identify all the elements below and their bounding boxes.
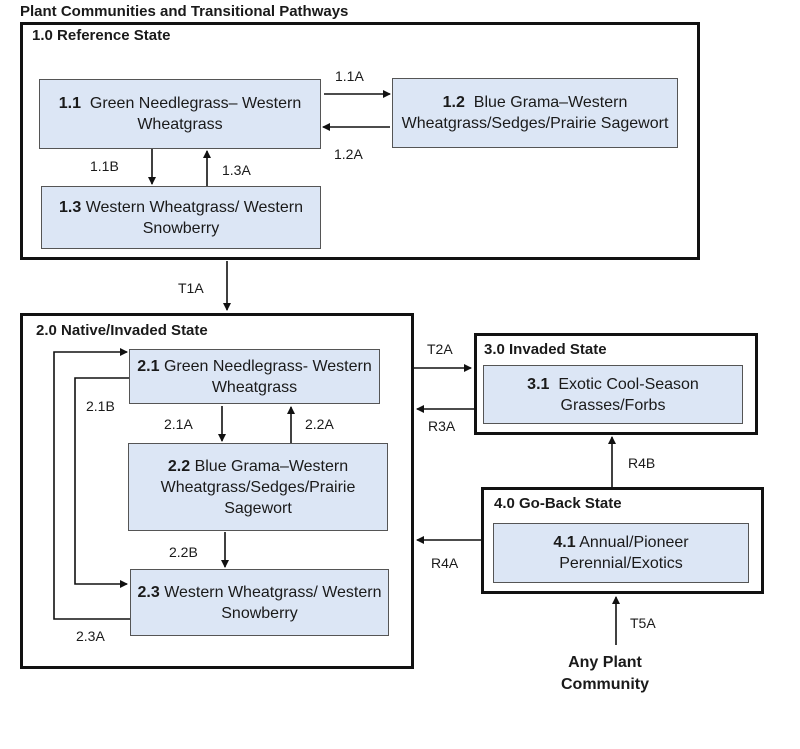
state-3-invaded xyxy=(474,333,758,435)
community-name: Western Wheatgrass/ Western Snowberry xyxy=(164,583,382,622)
community-2-2: 2.2 Blue Grama–Western Wheatgrass/Sedges… xyxy=(128,443,388,531)
pathway-label-R3A: R3A xyxy=(428,418,456,434)
diagram-title: Plant Communities and Transitional Pathw… xyxy=(20,3,349,20)
pathway-label-2-3A: 2.3A xyxy=(76,628,105,644)
state-3-label: 3.0 Invaded State xyxy=(484,341,607,358)
community-id: 1.1 xyxy=(58,95,81,112)
community-2-1: 2.1 Green Needlegrass- Western Wheatgras… xyxy=(129,349,380,404)
any-plant-community-line2: Community xyxy=(561,676,649,693)
community-2-3: 2.3 Western Wheatgrass/ Western Snowberr… xyxy=(130,569,389,636)
pathway-label-R4A: R4A xyxy=(431,555,459,571)
community-id: 2.2 xyxy=(167,457,191,475)
community-name: Western Wheatgrass/ Western Snowberry xyxy=(85,198,303,237)
pathway-label-2-1A: 2.1A xyxy=(164,416,193,432)
pathway-label-R4B: R4B xyxy=(628,455,656,471)
community-id: 1.2 xyxy=(442,94,465,111)
pathway-label-2-1B: 2.1B xyxy=(86,398,115,414)
pathway-label-2-2B: 2.2B xyxy=(169,544,198,560)
community-id: 2.3 xyxy=(137,583,160,601)
arrow-2-1B xyxy=(74,377,129,588)
arrow-2-3A xyxy=(53,348,130,620)
community-1-2: 1.2 Blue Grama–Western Wheatgrass/Sedges… xyxy=(392,78,678,148)
community-name: Exotic Cool-Season Grasses/Forbs xyxy=(558,375,699,414)
state-4-label: 4.0 Go-Back State xyxy=(494,495,622,512)
pathway-label-1-1B: 1.1B xyxy=(90,158,119,174)
community-4-1: 4.1 Annual/Pioneer Perennial/Exotics xyxy=(493,523,749,583)
community-id: 2.1 xyxy=(137,357,160,375)
state-2-native-invaded xyxy=(20,313,414,669)
community-name: Annual/Pioneer Perennial/Exotics xyxy=(559,534,689,572)
pathway-label-2-2A: 2.2A xyxy=(305,416,334,432)
state-1-reference xyxy=(20,22,700,260)
community-name: Blue Grama–Western Wheatgrass/Sedges/Pra… xyxy=(160,457,356,517)
community-1-1: 1.1 Green Needlegrass– Western Wheatgras… xyxy=(39,79,321,149)
community-id: 4.1 xyxy=(553,534,576,551)
any-plant-community-line1: Any Plant xyxy=(568,654,642,671)
community-id: 1.3 xyxy=(59,198,82,216)
pathway-label-1-3A: 1.3A xyxy=(222,162,251,178)
community-1-3: 1.3 Western Wheatgrass/ Western Snowberr… xyxy=(41,186,321,249)
community-name: Green Needlegrass- Western Wheatgrass xyxy=(163,357,372,396)
pathway-label-T2A: T2A xyxy=(427,341,453,357)
pathway-label-T5A: T5A xyxy=(630,615,656,631)
state-2-label: 2.0 Native/Invaded State xyxy=(36,322,208,339)
community-name: Green Needlegrass– Western Wheatgrass xyxy=(89,95,302,133)
state-1-label: 1.0 Reference State xyxy=(32,27,171,44)
any-plant-community: Any Plant Community xyxy=(550,652,660,696)
community-name: Blue Grama–Western Wheatgrass/Sedges/Pra… xyxy=(401,94,669,132)
state-4-go-back xyxy=(481,487,764,594)
pathway-label-1-2A: 1.2A xyxy=(334,146,363,162)
pathway-label-1-1A: 1.1A xyxy=(335,68,364,84)
community-3-1: 3.1 Exotic Cool-Season Grasses/Forbs xyxy=(483,365,743,424)
community-id: 3.1 xyxy=(527,375,550,393)
pathway-label-T1A: T1A xyxy=(178,280,204,296)
